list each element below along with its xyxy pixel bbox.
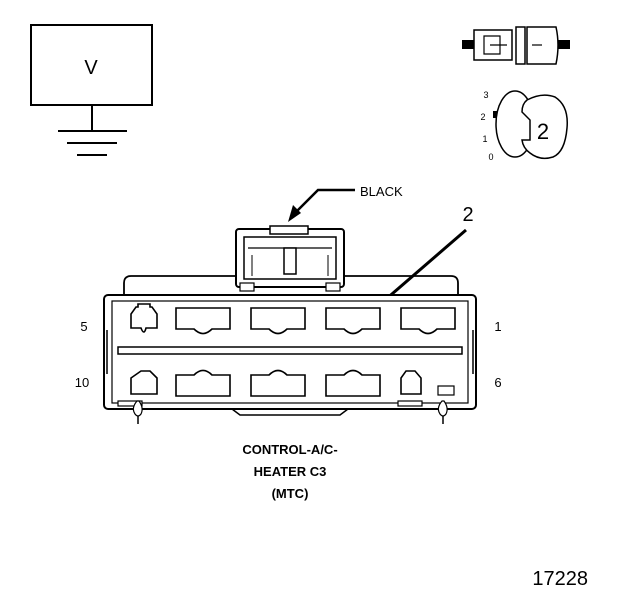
pin-label-1: 1 [494, 319, 501, 334]
connector-caption: CONTROL-A/C- HEATER C3 (MTC) [242, 442, 337, 501]
cavity-4 [175, 307, 231, 335]
cavity-7 [325, 369, 381, 397]
cavity-9 [175, 369, 231, 397]
cavity-row-bottom [130, 369, 455, 397]
caption-line-1: CONTROL-A/C- [242, 442, 337, 457]
key-selected-position: 2 [537, 119, 549, 144]
key-position-1: 1 [482, 134, 487, 144]
pin-callout-number: 2 [462, 204, 473, 226]
probe-adapter-icon [462, 26, 570, 65]
caption-line-3: (MTC) [272, 486, 309, 501]
connector-latch [235, 225, 345, 292]
wire-color-callout: BLACK [288, 184, 403, 222]
pin-label-6: 6 [494, 375, 501, 390]
key-position-2: 2 [480, 112, 485, 122]
caption-line-2: HEATER C3 [254, 464, 327, 479]
cavity-5 [130, 303, 158, 333]
ground-icon [58, 130, 127, 156]
cavity-1 [400, 307, 456, 335]
pin-label-10: 10 [75, 375, 89, 390]
cavity-row-top [130, 303, 456, 335]
center-rib [117, 346, 463, 355]
cavity-2 [325, 307, 381, 335]
wire-color-label: BLACK [360, 184, 403, 199]
locking-post-left [117, 400, 143, 424]
voltmeter-label: V [84, 57, 98, 79]
figure-id: 17228 [532, 568, 588, 590]
cavity-10 [130, 370, 158, 395]
key-position-0: 0 [488, 152, 493, 162]
cavity-3 [250, 307, 306, 335]
connector-face: 5 1 10 6 [75, 225, 502, 424]
ignition-key-icon: 3 2 1 0 2 [480, 90, 568, 162]
cavity-6 [400, 370, 422, 395]
key-position-3: 3 [483, 90, 488, 100]
voltmeter-symbol: V [30, 24, 153, 156]
locking-post-right [397, 400, 448, 424]
callout-arrowhead [288, 205, 301, 222]
cavity-8 [250, 369, 306, 397]
pin-label-5: 5 [80, 319, 87, 334]
cavity-6-key [437, 385, 455, 396]
